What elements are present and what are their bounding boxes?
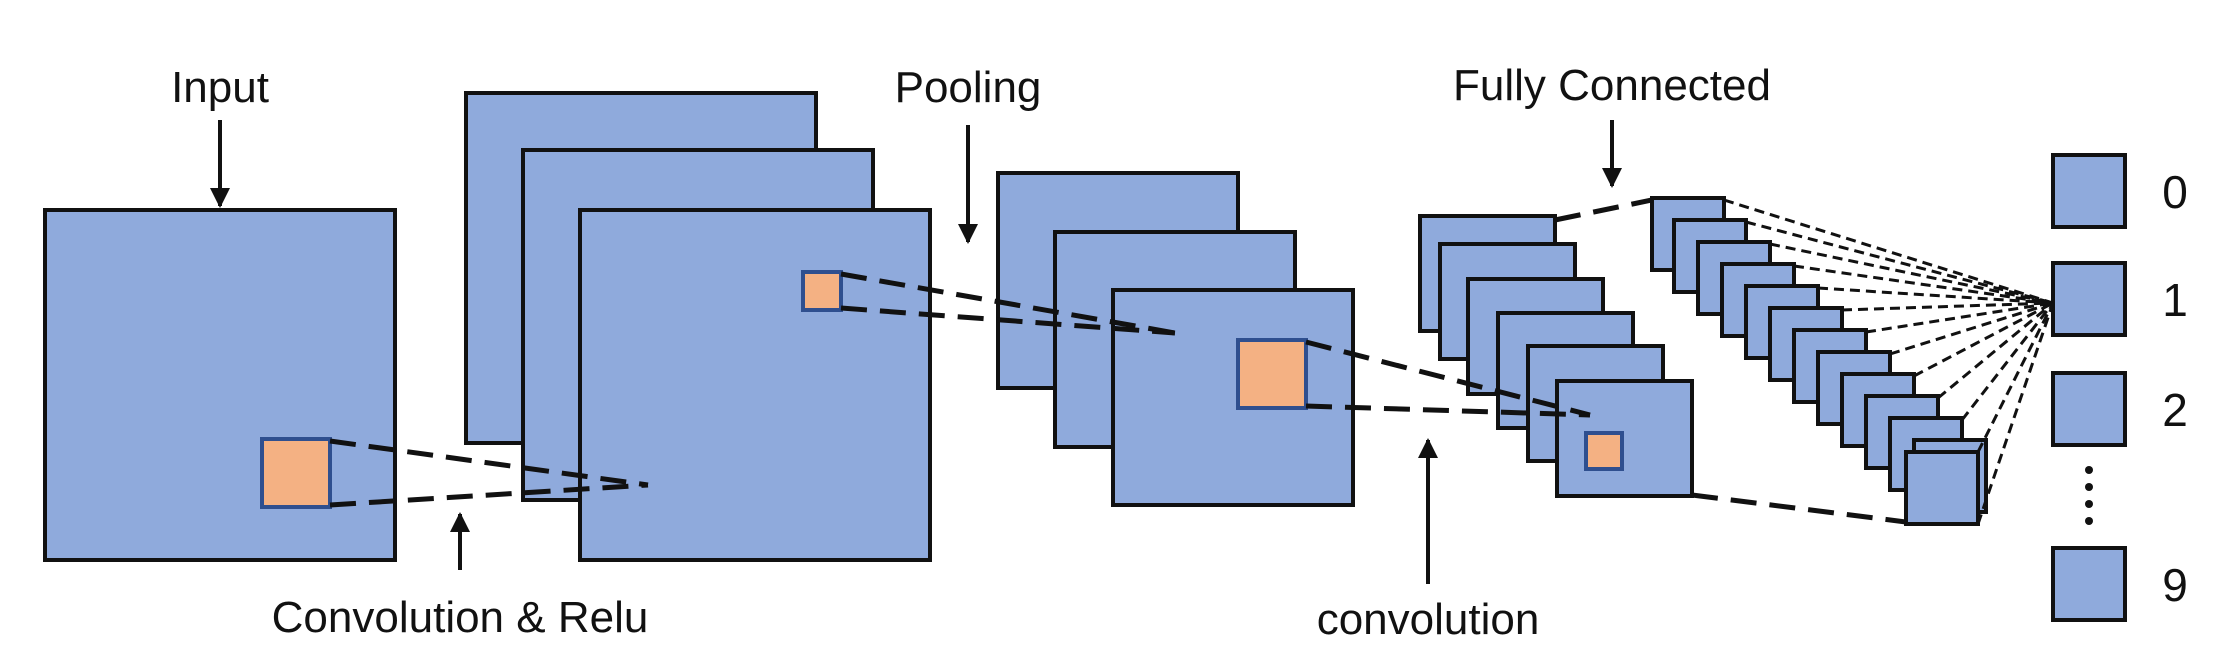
ellipsis-dot [2085,500,2093,508]
conv-connection-line [840,271,1176,336]
ellipsis-dot [2085,517,2093,525]
fan-line [1937,301,2054,400]
conv-map-3 [578,208,932,562]
fan-line [1817,286,2054,305]
ellipsis-dot [2085,483,2093,491]
conv2-map-6 [1555,379,1694,498]
input-layer [43,208,397,562]
output-box-2 [2051,371,2127,447]
output-box-1 [2051,261,2127,337]
conv-kernel [801,270,843,312]
output-box-0 [2051,153,2127,229]
output-label-9: 9 [2162,559,2188,611]
conv2-kernel [1584,431,1624,471]
conv-relu-stack [464,91,932,562]
arrows [210,120,1622,584]
fan-line [1976,302,2055,525]
output-layer [2051,153,2127,622]
output-label-2: 2 [2162,384,2188,436]
pool-map-3 [1111,288,1355,507]
pool-kernel [1236,338,1308,410]
fully-connected-stack [1650,196,1988,526]
fan-line [1960,302,2055,421]
pooling-label: Pooling [895,63,1042,112]
connection-lines [329,197,1907,525]
fan-line [1769,242,2054,305]
input-connection-line [329,482,649,508]
input-connection-line [329,438,649,488]
convolution-relu-label: Convolution & Relu [272,593,649,642]
fan-line [1913,301,2054,378]
output-box-9 [2051,546,2127,622]
fc-neuron [1904,450,1980,526]
conv2-to-fc-line [1554,197,1653,223]
pool-connection-line [1305,403,1591,418]
convolution-label: convolution [1317,595,1540,644]
conv-connection-line [840,305,1176,336]
fan-line [1745,220,2054,305]
output-label-1: 1 [2162,274,2188,326]
fan-line [1841,301,2054,312]
fan-line [1889,301,2054,356]
input-label: Input [171,63,269,112]
fan-line [1793,264,2054,305]
fan-line [1976,302,2055,453]
pooling-stack [996,171,1355,507]
ellipsis-dot [2085,466,2093,474]
fan-line [1723,198,2054,305]
conv2-stack [1418,214,1694,498]
conv2-to-fc-line [1691,492,1907,525]
output-label-0: 0 [2162,166,2188,218]
fully-connected-label: Fully Connected [1453,61,1771,110]
input-feature-map [43,208,397,562]
pool-connection-line [1305,339,1591,418]
fc-output-fan [1723,198,2055,525]
input-kernel [260,437,332,509]
